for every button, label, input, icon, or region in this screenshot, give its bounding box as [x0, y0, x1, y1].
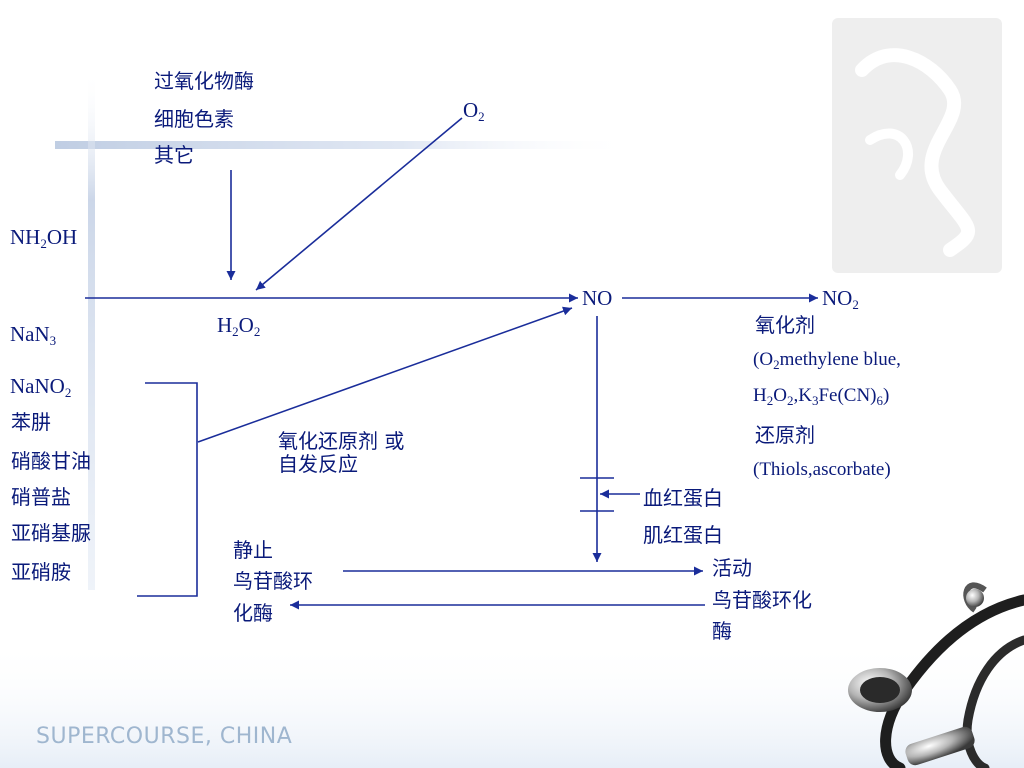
- stethoscope-image: [848, 582, 1024, 768]
- o2-diagonal-arrow: [255, 117, 463, 291]
- reductant-title: 还原剂: [755, 423, 815, 447]
- oxidant-line-1: (O2methylene blue,: [753, 349, 901, 372]
- h2o2-label: H2O2: [217, 313, 261, 339]
- active-label-1: 活动: [712, 556, 752, 580]
- no2-label: NO2: [822, 286, 859, 312]
- resting-label-3: 化酶: [233, 601, 273, 625]
- nh2oh-label: NH2OH: [10, 225, 78, 251]
- decor-vertical-bar: [88, 70, 95, 590]
- drug-group-bracket: [137, 382, 198, 597]
- redox-diagonal-arrow: [197, 306, 573, 443]
- drug-label-1: 苯肼: [11, 410, 51, 434]
- resting-label-2: 鸟苷酸环: [233, 569, 313, 593]
- active-label-3: 酶: [712, 619, 732, 643]
- oxidant-line-2: H2O2,K3Fe(CN)6): [753, 385, 890, 408]
- enzyme-label-3: 其它: [154, 143, 194, 167]
- active-label-2: 鸟苷酸环化: [712, 588, 812, 612]
- drug-label-3: 硝普盐: [11, 485, 71, 509]
- oxidant-title: 氧化剂: [755, 313, 815, 337]
- enzyme-label-1: 过氧化物酶: [154, 69, 254, 93]
- nan3-label: NaN3: [10, 322, 57, 348]
- o2-label: O2: [463, 98, 485, 124]
- drug-label-5: 亚硝胺: [11, 560, 71, 584]
- no-label: NO: [582, 286, 613, 310]
- hemoglobin-label: 血红蛋白: [643, 486, 723, 510]
- redox-label-1: 氧化还原剂 或: [278, 429, 405, 453]
- enzyme-label-2: 细胞色素: [154, 107, 234, 131]
- myoglobin-label: 肌红蛋白: [643, 523, 723, 547]
- drug-label-4: 亚硝基脲: [11, 521, 91, 545]
- resting-label-1: 静止: [233, 538, 273, 562]
- redox-label-2: 自发反应: [278, 452, 358, 476]
- footer-brand: SUPERCOURSE, CHINA: [36, 724, 293, 749]
- watermark-seal: [832, 18, 1002, 273]
- reductant-line-1: (Thiols,ascorbate): [753, 459, 891, 480]
- decor-floor: [0, 640, 1024, 768]
- nano2-label: NaNO2: [10, 374, 72, 400]
- decor-horizontal-bar: [55, 141, 635, 149]
- drug-label-2: 硝酸甘油: [11, 449, 91, 473]
